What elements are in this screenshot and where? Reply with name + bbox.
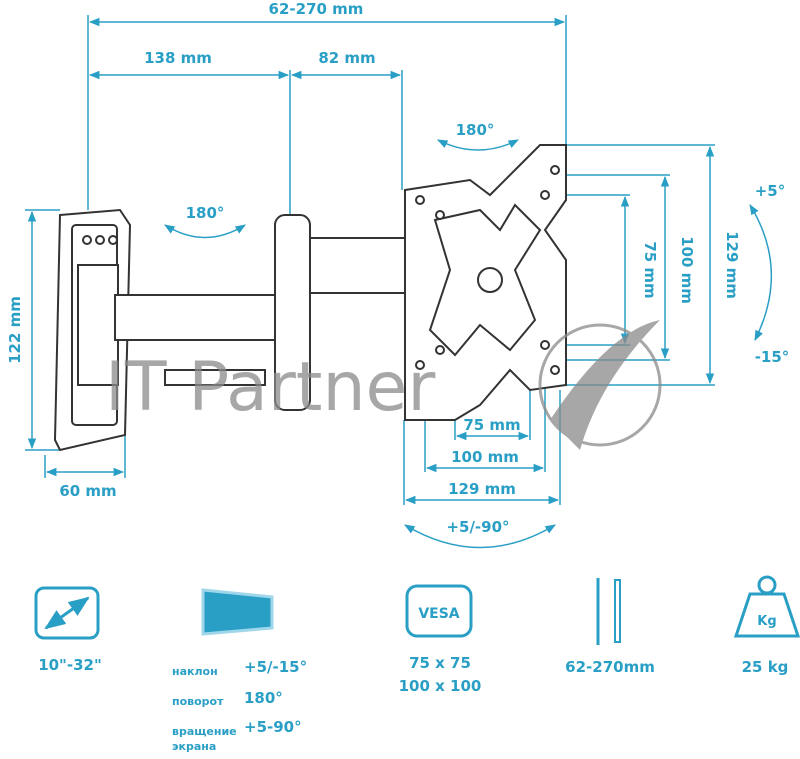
dim-swivel-arm: 180° bbox=[186, 204, 225, 222]
spec-weight: 25 kg bbox=[741, 658, 789, 676]
wall-distance-icon bbox=[596, 578, 621, 645]
spec-screen-size: 10"-32" bbox=[38, 656, 102, 674]
dim-vesa-h-75: 75 mm bbox=[463, 416, 520, 434]
dim-total-depth: 62-270 mm bbox=[269, 0, 364, 18]
vesa-icon bbox=[405, 584, 473, 638]
watermark: IT Partner bbox=[105, 320, 662, 450]
weight-icon-text: Kg bbox=[757, 614, 776, 629]
vesa-icon-text: VESA bbox=[418, 606, 459, 622]
spec-vesa-line1: 75 x 75 bbox=[409, 654, 471, 672]
motion-value-rotation: +5-90° bbox=[244, 718, 302, 736]
dim-vesa-v-100: 100 mm bbox=[678, 236, 696, 304]
spec-vesa-line2: 100 x 100 bbox=[398, 677, 482, 695]
dim-arm-1: 138 mm bbox=[144, 49, 212, 67]
motion-label-swivel: поворот bbox=[172, 695, 224, 708]
dim-vesa-h-129: 129 mm bbox=[448, 480, 516, 498]
spec-distance: 62-270mm bbox=[565, 658, 655, 676]
motion-label-tilt: наклон bbox=[172, 665, 218, 678]
dim-tilt-down: -15° bbox=[755, 348, 790, 366]
dim-vesa-v-75: 75 mm bbox=[641, 241, 659, 298]
dim-arm-2: 82 mm bbox=[318, 49, 375, 67]
dim-wall-plate-height: 122 mm bbox=[6, 296, 24, 364]
diagonal-arrow-icon bbox=[34, 586, 100, 640]
dim-tilt-up: +5° bbox=[755, 182, 786, 200]
motion-value-tilt: +5/-15° bbox=[244, 658, 308, 676]
dim-swivel-head: 180° bbox=[456, 121, 495, 139]
mount-drawing bbox=[53, 144, 567, 452]
weight-icon bbox=[733, 575, 800, 638]
tilt-swivel-icon bbox=[201, 588, 274, 636]
dim-wall-plate-width: 60 mm bbox=[59, 482, 116, 500]
motion-label-rotation: вращение экрана bbox=[172, 725, 237, 753]
dim-rotation: +5/-90° bbox=[446, 518, 509, 536]
dim-vesa-v-129: 129 mm bbox=[723, 231, 741, 299]
motion-value-swivel: 180° bbox=[244, 689, 283, 707]
watermark-text: IT Partner bbox=[105, 348, 435, 427]
dim-vesa-h-100: 100 mm bbox=[451, 448, 519, 466]
